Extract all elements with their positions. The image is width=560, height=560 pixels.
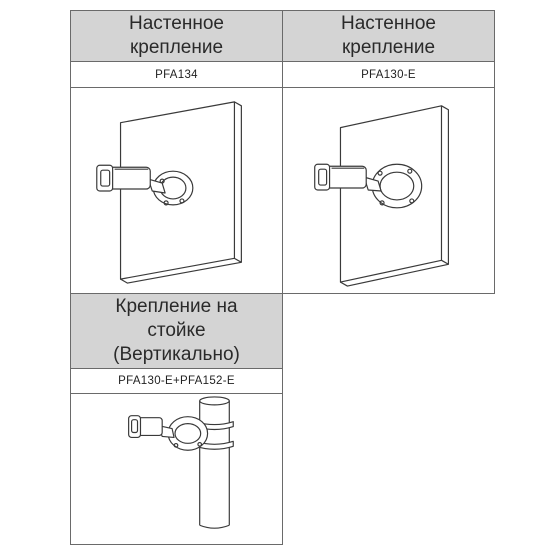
illustration-cell-1 — [70, 87, 283, 294]
model-text: PFA134 — [155, 68, 198, 81]
header-wall-mount-2: Настенное крепление — [282, 10, 495, 62]
header-title: Настенное крепление — [129, 13, 224, 58]
model-label-pfa134: PFA134 — [70, 61, 283, 88]
camera-pole-mount-icon — [128, 396, 234, 529]
camera-wall-junction-box-icon — [314, 105, 450, 287]
header-title: Настенное крепление — [341, 13, 436, 58]
model-text: PFA130-E+PFA152-E — [118, 375, 235, 387]
header-title: Крепление на стойке (Вертикально) — [113, 296, 240, 365]
header-pole-mount: Крепление на стойке (Вертикально) — [70, 293, 283, 369]
header-wall-mount-1: Настенное крепление — [70, 10, 283, 62]
camera-wall-mount-icon — [96, 101, 242, 284]
model-text: PFA130-E — [361, 68, 416, 81]
illustration-cell-2 — [282, 87, 495, 294]
model-label-pfa130e-pfa152e: PFA130-E+PFA152-E — [70, 368, 283, 394]
illustration-cell-3 — [70, 393, 283, 545]
model-label-pfa130e: PFA130-E — [282, 61, 495, 88]
